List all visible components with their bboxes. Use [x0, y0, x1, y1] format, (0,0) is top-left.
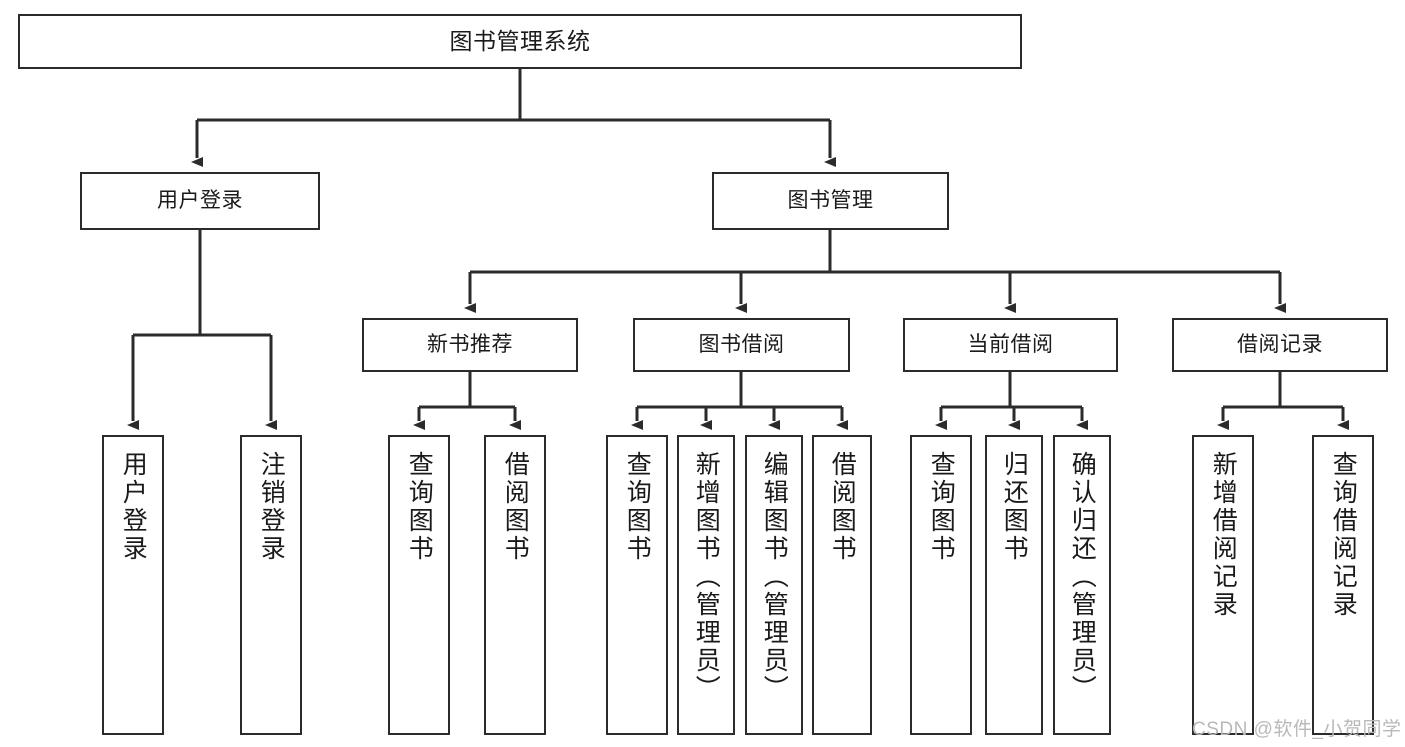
node-label: 新增图书（管理员）	[692, 451, 721, 703]
leaf-add-book-admin[interactable]: 新增图书（管理员）	[677, 435, 735, 735]
node-label: 借阅图书	[828, 451, 857, 563]
leaf-return-book[interactable]: 归还图书	[985, 435, 1043, 735]
leaf-user-logout[interactable]: 注销登录	[240, 435, 302, 735]
node-label: 编辑图书（管理员）	[760, 451, 789, 703]
leaf-edit-book-admin[interactable]: 编辑图书（管理员）	[745, 435, 803, 735]
leaf-query-book-recommend[interactable]: 查询图书	[388, 435, 450, 735]
leaf-borrow-book[interactable]: 借阅图书	[812, 435, 872, 735]
node-label: 当前借阅	[967, 332, 1054, 356]
node-book-borrow[interactable]: 图书借阅	[633, 318, 850, 372]
node-label: 新书推荐	[427, 332, 513, 356]
leaf-user-login[interactable]: 用户登录	[102, 435, 164, 735]
node-label: 注销登录	[257, 451, 286, 563]
node-label: 查询图书	[623, 451, 652, 563]
node-label: 查询图书	[405, 451, 434, 563]
node-label: 新增借阅记录	[1209, 451, 1238, 619]
node-label: 图书管理系统	[449, 28, 591, 55]
leaf-confirm-return-admin[interactable]: 确认归还（管理员）	[1053, 435, 1111, 735]
node-label: 用户登录	[119, 451, 148, 563]
leaf-query-borrow-record[interactable]: 查询借阅记录	[1312, 435, 1374, 735]
node-label: 确认归还（管理员）	[1068, 451, 1097, 703]
node-new-book-recommend[interactable]: 新书推荐	[362, 318, 578, 372]
leaf-add-borrow-record[interactable]: 新增借阅记录	[1192, 435, 1254, 735]
node-book-management[interactable]: 图书管理	[712, 172, 949, 230]
node-borrow-record[interactable]: 借阅记录	[1172, 318, 1388, 372]
leaf-borrow-book-recommend[interactable]: 借阅图书	[484, 435, 546, 735]
node-label: 图书借阅	[698, 332, 785, 356]
node-label: 归还图书	[1000, 451, 1029, 563]
leaf-query-book-borrow[interactable]: 查询图书	[606, 435, 668, 735]
node-label: 借阅图书	[501, 451, 530, 563]
watermark: CSDN @软件_小贺同学	[1192, 719, 1402, 740]
node-user-login[interactable]: 用户登录	[80, 172, 320, 230]
node-current-borrow[interactable]: 当前借阅	[903, 318, 1118, 372]
node-book-management-system[interactable]: 图书管理系统	[18, 14, 1022, 69]
node-label: 查询图书	[927, 451, 956, 563]
node-label: 用户登录	[157, 188, 243, 212]
node-label: 图书管理	[787, 188, 874, 212]
node-label: 借阅记录	[1237, 332, 1323, 356]
node-label: 查询借阅记录	[1329, 451, 1358, 619]
leaf-query-book-current[interactable]: 查询图书	[910, 435, 972, 735]
